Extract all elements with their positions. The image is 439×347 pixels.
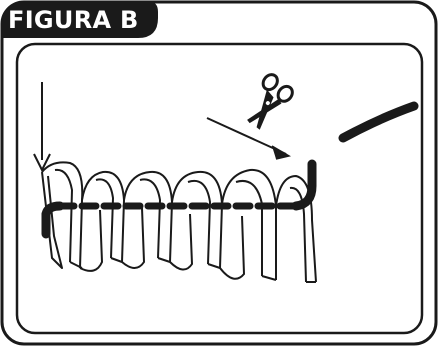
cut-yarn-piece <box>343 106 414 138</box>
ribbon-coils <box>42 162 316 282</box>
scissors-icon <box>237 72 295 133</box>
threaded-yarn <box>46 164 312 234</box>
down-arrow-icon <box>34 82 50 170</box>
pointer-arrow-icon <box>207 118 289 159</box>
